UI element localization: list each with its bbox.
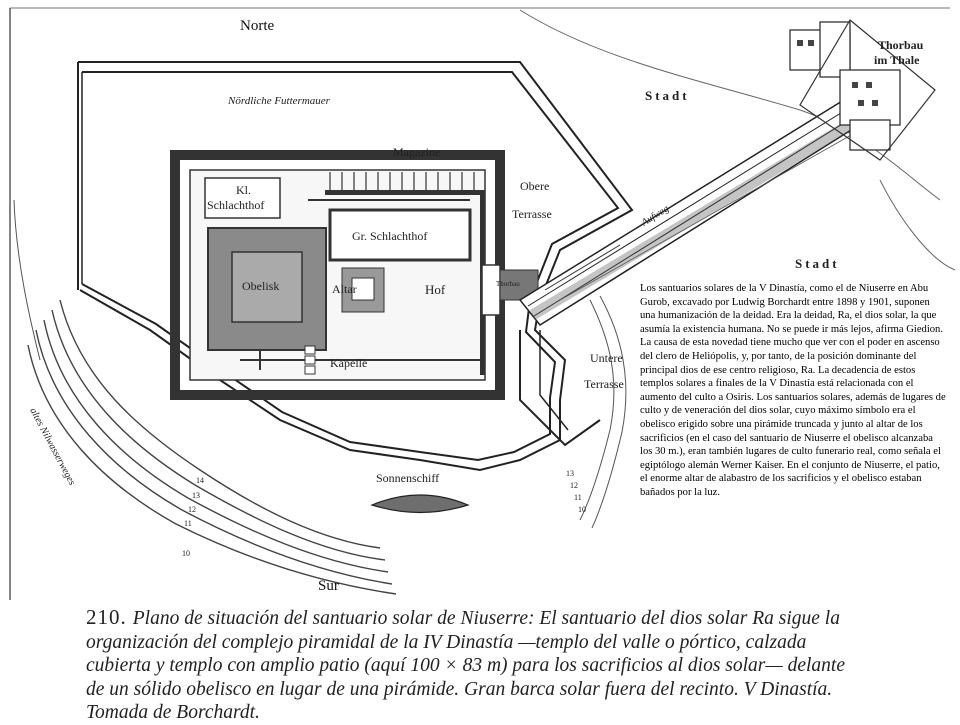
- map-label-untere-2: Terrasse: [584, 377, 624, 391]
- contour-label: 12: [188, 505, 196, 514]
- contour-label: 10: [182, 549, 190, 558]
- map-label-kl-2: Schlachthof: [207, 198, 264, 212]
- contour-label: 14: [196, 476, 204, 485]
- map-label-altar: Altar: [332, 282, 357, 296]
- contour-label: 11: [184, 519, 192, 528]
- map-label-thorbau-2: im Thale: [874, 53, 920, 67]
- compass-south-label: Sur: [318, 578, 339, 594]
- map-label-untere-1: Untere: [590, 351, 623, 365]
- map-label-stadt-2: Stadt: [795, 256, 840, 271]
- figure-caption: 210.Plano de situación del santuario sol…: [86, 605, 866, 725]
- map-label-obere-1: Obere: [520, 179, 549, 193]
- site-plan-drawing: Nördliche Futtermauer Magazine Kl. Schla…: [9, 7, 956, 600]
- map-label-magazine: Magazine: [393, 145, 440, 159]
- map-label-kapelle: Kapelle: [330, 356, 367, 370]
- map-label-thorbau-1: Thorbau: [878, 38, 924, 52]
- map-label-kl-1: Kl.: [236, 183, 251, 197]
- map-label-obelisk: Obelisk: [242, 279, 279, 293]
- map-label-obere-2: Terrasse: [512, 207, 552, 221]
- description-paragraph: Los santuarios solares de la V Dinastía,…: [640, 283, 946, 498]
- contour-label: 13: [192, 491, 200, 500]
- contour-label: 11: [574, 493, 582, 502]
- compass-north-label: Norte: [240, 18, 275, 34]
- map-label-hof: Hof: [425, 282, 446, 297]
- contour-label: 12: [570, 481, 578, 490]
- figure-number: 210.: [86, 605, 127, 629]
- contour-label: 10: [578, 505, 586, 514]
- map-label-stadt-1: Stadt: [645, 88, 690, 103]
- map-label-gr-schlachthof: Gr. Schlachthof: [352, 229, 427, 243]
- map-label-futtermauer: Nördliche Futtermauer: [227, 95, 331, 107]
- map-label-nilwasser: altes Nilwasserweges: [27, 406, 77, 487]
- figure-caption-text: Plano de situación del santuario solar d…: [86, 608, 845, 723]
- map-label-thorbau-small: Thorbau: [496, 280, 520, 288]
- contour-label: 13: [566, 469, 574, 478]
- map-label-sonnenschiff: Sonnenschiff: [376, 471, 439, 485]
